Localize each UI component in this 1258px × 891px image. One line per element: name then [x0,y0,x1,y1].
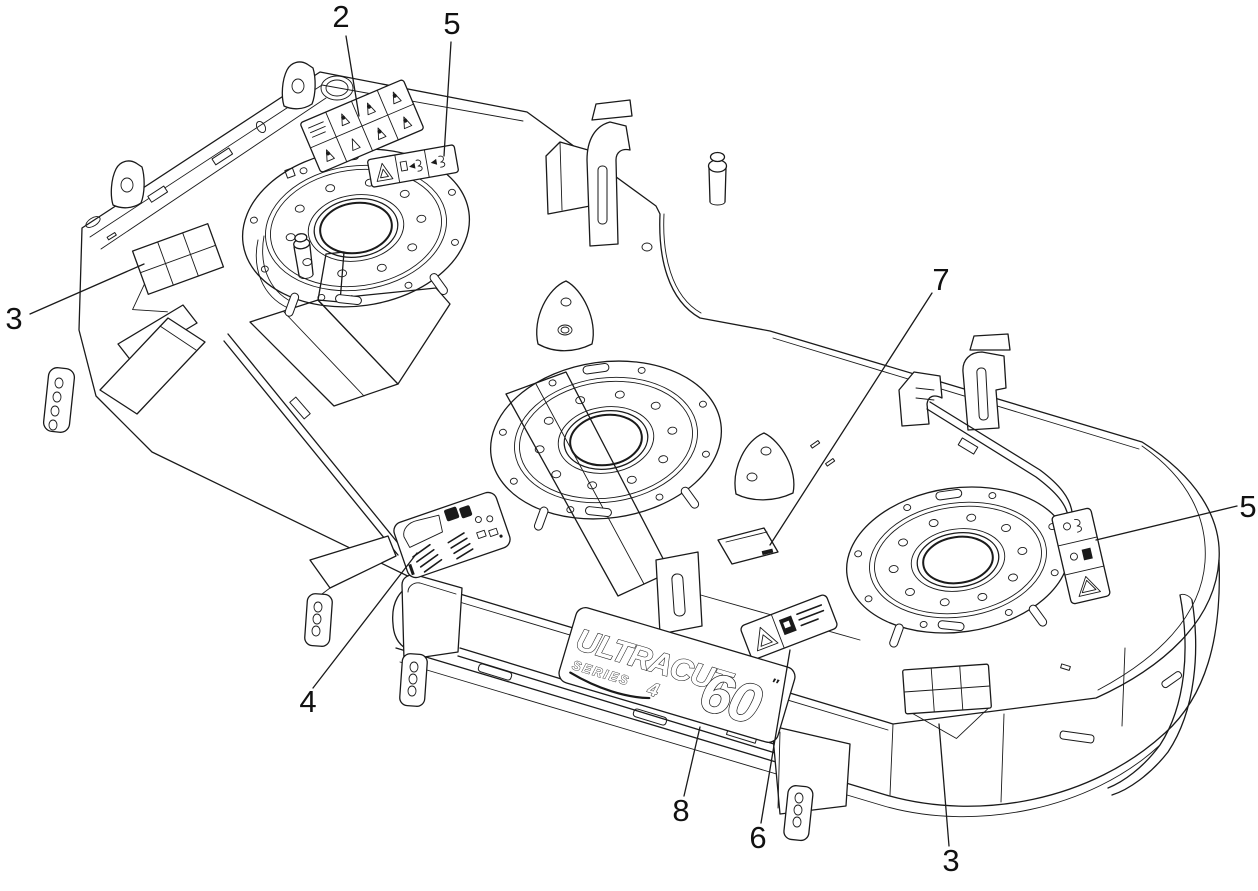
svg-text:5: 5 [1239,489,1256,524]
callout-8: 8 [672,726,701,828]
baffle-arc-left [255,239,289,309]
spindle-assembly-middle [489,360,723,531]
decal-warning-small [740,594,838,660]
spindle-pin [293,233,314,279]
callout-7: 7 [769,262,950,546]
callout-6: 6 [749,649,791,855]
svg-text:6: 6 [749,820,766,855]
callout-3-bottom: 3 [938,723,960,878]
callout-5-top: 5 [443,6,461,157]
right-hanger-bracket [898,333,1073,517]
decal-blade-rotation-right [1051,507,1111,605]
callouts: 2 5 3 7 5 4 8 6 [5,0,1256,878]
callout-2: 2 [332,0,360,117]
deck-pin [707,151,728,206]
belt-baffle-left [249,251,451,407]
gusset-plate-center [536,280,594,352]
rear-clevis-bracket-left [110,160,145,209]
left-hanger-assembly [42,304,206,433]
decal-logo: ULTRACUT SERIES 4 60 ″ [558,607,796,743]
decal-serial-plate [717,527,779,565]
decal-blade-rotation-top [367,144,459,188]
decal-instruction [393,491,511,579]
decal-warning-grid [300,79,424,173]
decal-grid-left [131,223,225,313]
rear-clevis-bracket-top [281,61,316,110]
gusset-plate-right [734,432,795,501]
svg-text:8: 8 [672,793,689,828]
callout-4: 4 [299,552,418,719]
svg-text:3: 3 [5,301,22,336]
svg-text:3: 3 [942,843,959,878]
svg-text:2: 2 [332,0,349,34]
spindle-assembly-right [845,486,1071,648]
svg-text:7: 7 [932,262,949,297]
svg-text:4: 4 [299,684,316,719]
front-hanger-assembly-left [304,535,397,647]
decal-grid-front [902,663,992,739]
baffle-arc-left-2 [262,235,293,303]
top-hanger-bracket [545,99,633,247]
callout-3-left: 3 [5,263,145,336]
front-hanger-assembly-right [771,725,851,842]
svg-text:5: 5 [443,6,460,41]
front-hanger-assembly-center [399,574,463,707]
logo-inch-mark: ″ [769,676,781,694]
callout-5-right: 5 [1095,489,1257,541]
